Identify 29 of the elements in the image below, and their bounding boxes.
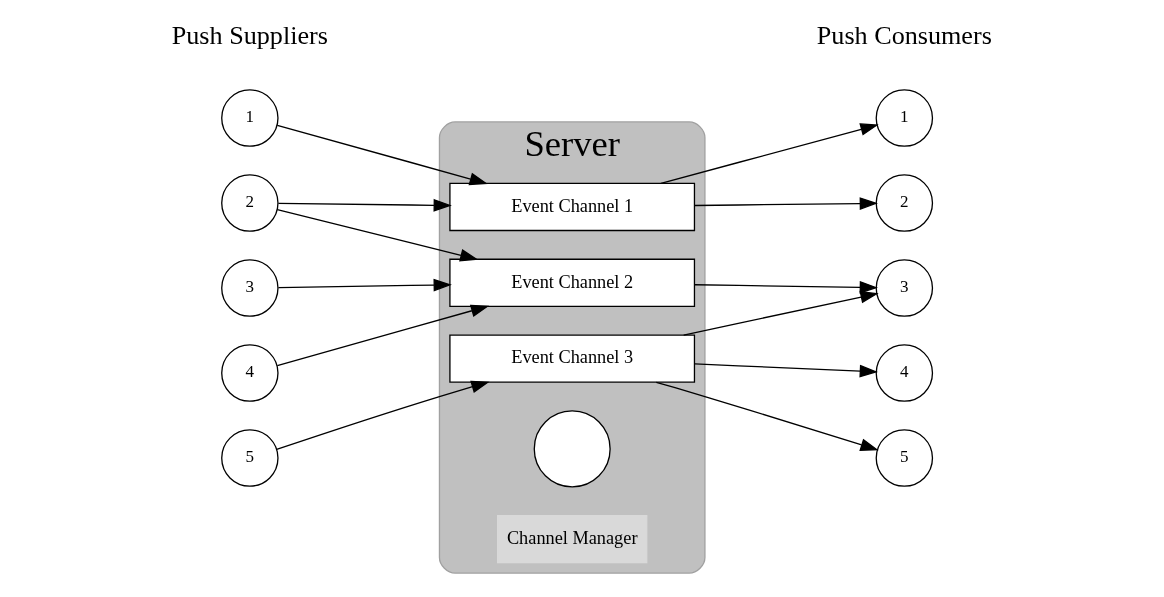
node-circle: 4	[875, 344, 934, 402]
node-circle: 5	[875, 429, 934, 487]
arrow	[276, 208, 479, 262]
node-box: Event Channel 2	[449, 258, 696, 307]
label: Push Consumers	[816, 20, 992, 50]
node-circle: 2	[221, 174, 279, 232]
arrow	[276, 124, 488, 186]
arrow	[276, 380, 490, 451]
node-circle	[533, 410, 611, 488]
node-circle: 4	[221, 344, 279, 402]
arrow	[277, 278, 452, 292]
arrow	[694, 197, 878, 210]
arrow	[277, 198, 452, 212]
label: Push Suppliers	[171, 20, 328, 50]
node-circle: 3	[221, 259, 279, 317]
node-circle: 1	[875, 89, 934, 147]
arrow	[694, 280, 878, 294]
node-box: Event Channel 3	[449, 334, 696, 383]
node-circle: 3	[875, 259, 934, 317]
arrow	[694, 363, 878, 378]
arrow	[683, 290, 879, 336]
arrow	[660, 123, 879, 185]
node-circle: 1	[221, 89, 279, 147]
node-box: Channel Manager	[497, 514, 648, 564]
arrow	[655, 381, 879, 451]
node-circle: 5	[221, 429, 279, 487]
node-circle: 2	[875, 174, 934, 232]
arrow	[276, 304, 490, 367]
node-box: Event Channel 1	[449, 182, 696, 232]
